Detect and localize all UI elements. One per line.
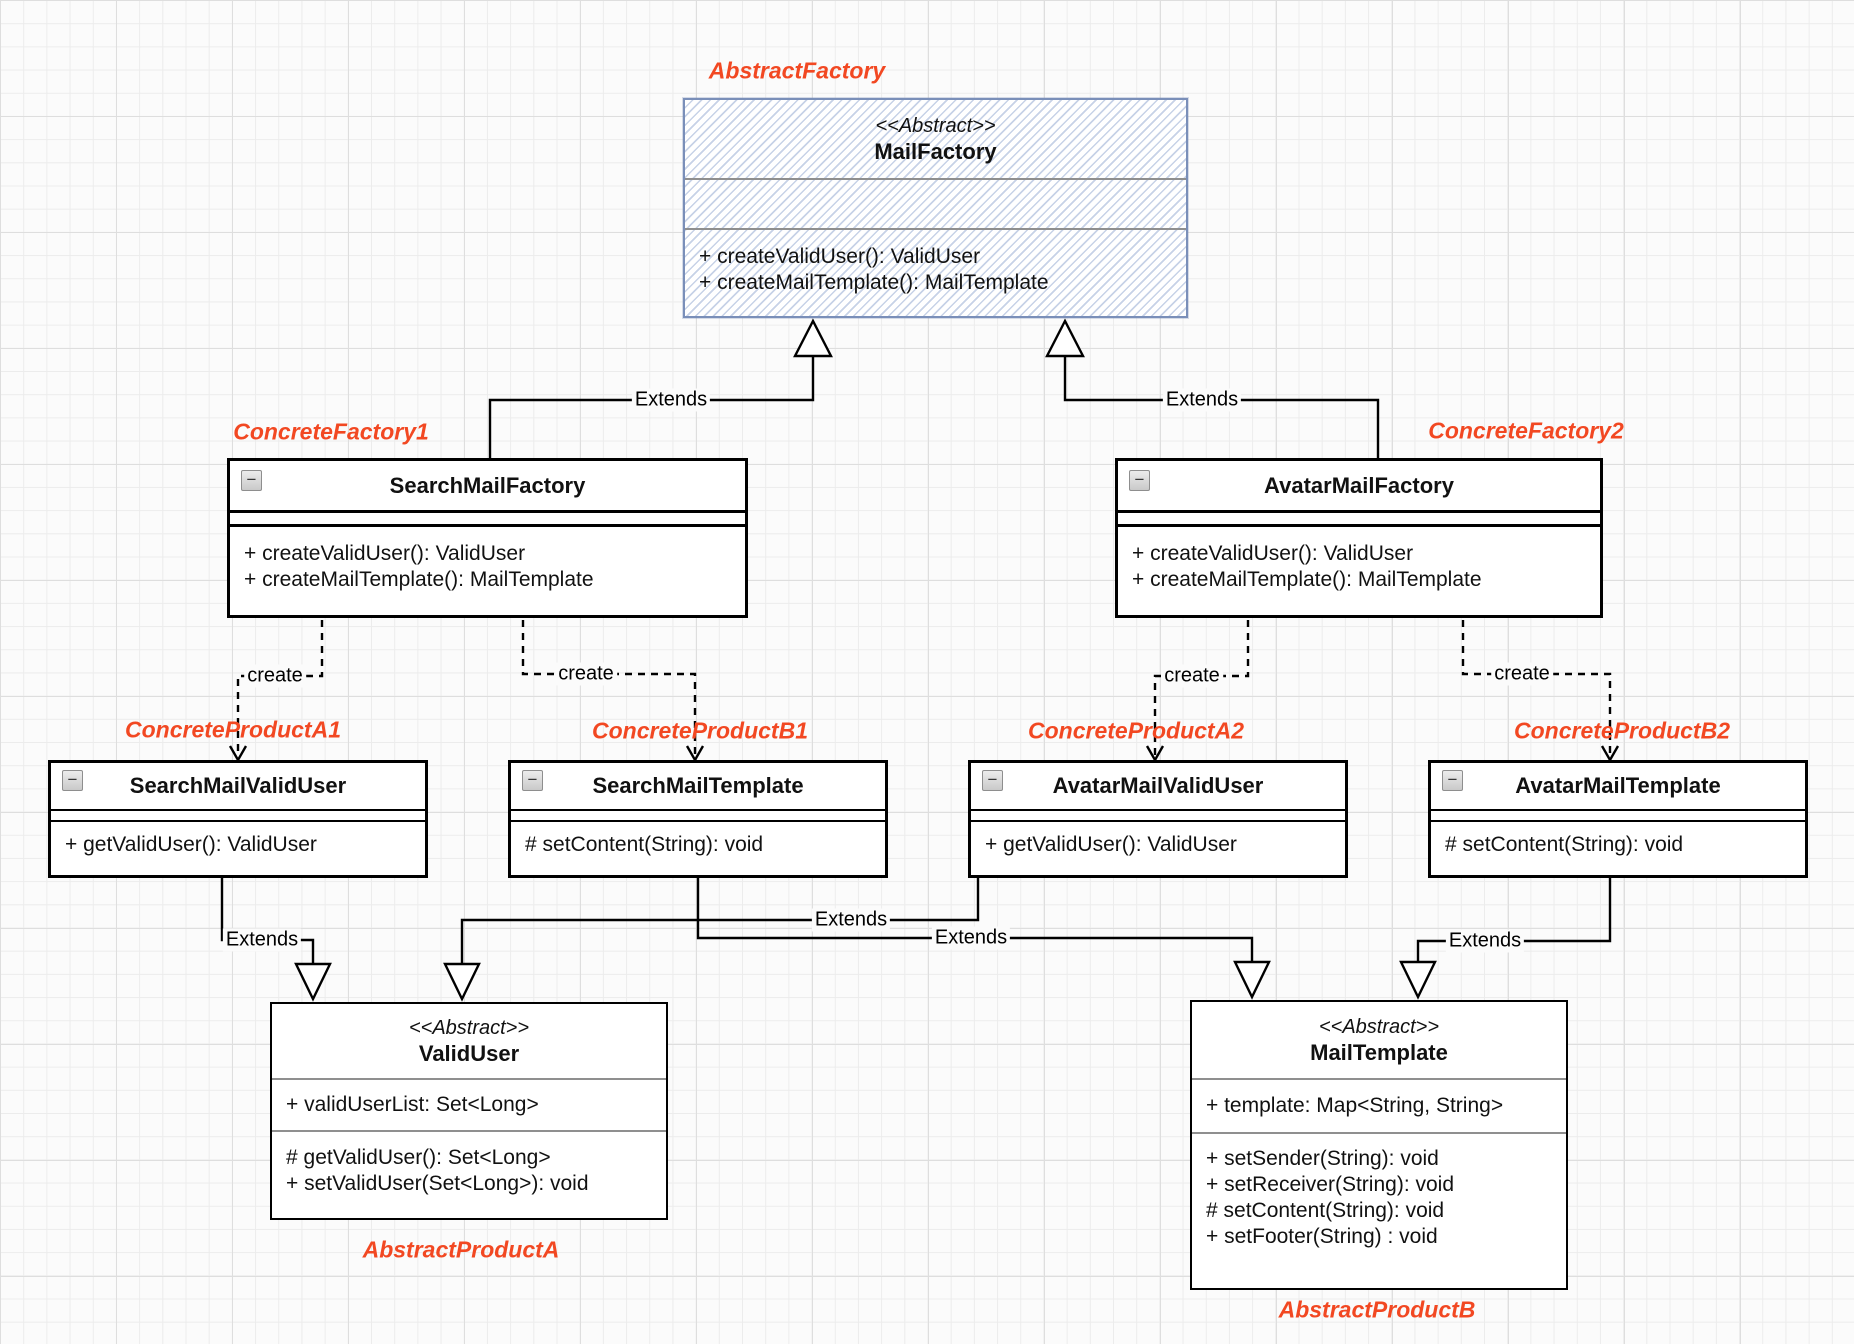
class-stereotype: <<Abstract>> xyxy=(408,1016,530,1039)
attribute-line: + validUserList: Set<Long> xyxy=(286,1093,539,1116)
class-title: AvatarMailFactory xyxy=(1264,472,1454,498)
class-title: SearchMailValidUser xyxy=(129,773,347,798)
attributes-section: + validUserList: Set<Long> xyxy=(272,1080,666,1132)
class-title: MailFactory xyxy=(874,138,997,164)
method-line: + createMailTemplate(): MailTemplate xyxy=(244,568,594,591)
methods-section: + getValidUser(): ValidUser xyxy=(51,822,425,858)
method-line: + getValidUser(): ValidUser xyxy=(65,833,317,856)
method-line: # setContent(String): void xyxy=(1445,833,1684,856)
method-line: + createValidUser(): ValidUser xyxy=(1132,542,1414,565)
annotation-concrete-product-a2[interactable]: ConcreteProductA2 xyxy=(1028,717,1244,744)
edge-label-extends[interactable]: Extends xyxy=(1445,929,1525,953)
methods-section: + createValidUser(): ValidUser + createM… xyxy=(230,527,745,593)
attributes-section-empty xyxy=(51,811,425,822)
class-mailtemplate[interactable]: <<Abstract>> MailTemplate + template: Ma… xyxy=(1190,1000,1568,1290)
method-line: + setReceiver(String): void xyxy=(1206,1173,1455,1196)
method-line: + getValidUser(): ValidUser xyxy=(985,833,1237,856)
class-searchmailfactory[interactable]: − SearchMailFactory + createValidUser():… xyxy=(227,458,748,618)
class-title: SearchMailFactory xyxy=(389,472,586,498)
methods-section: + getValidUser(): ValidUser xyxy=(971,822,1345,858)
edge-label-create[interactable]: create xyxy=(1161,664,1223,688)
method-line: + setValidUser(Set<Long>): void xyxy=(286,1172,589,1195)
annotation-concrete-factory2[interactable]: ConcreteFactory2 xyxy=(1428,417,1624,444)
edge-label-create[interactable]: create xyxy=(1491,662,1553,686)
attributes-section: + template: Map<String, String> xyxy=(1192,1080,1566,1134)
class-header: − AvatarMailTemplate xyxy=(1431,763,1805,811)
method-line: # setContent(String): void xyxy=(525,833,764,856)
method-line: + createValidUser(): ValidUser xyxy=(699,245,981,268)
methods-section: + setSender(String): void + setReceiver(… xyxy=(1192,1134,1566,1250)
edge-label-extends[interactable]: Extends xyxy=(931,926,1011,950)
method-line: + setFooter(String) : void xyxy=(1206,1225,1438,1248)
attributes-section-empty xyxy=(230,513,745,527)
class-avatarmailfactory[interactable]: − AvatarMailFactory + createValidUser():… xyxy=(1115,458,1603,618)
collapse-icon[interactable]: − xyxy=(522,770,543,791)
annotation-abstract-product-a[interactable]: AbstractProductA xyxy=(362,1236,560,1263)
class-header: <<Abstract>> MailFactory xyxy=(685,100,1186,180)
annotation-concrete-product-b1[interactable]: ConcreteProductB1 xyxy=(592,717,808,744)
collapse-icon[interactable]: − xyxy=(241,470,262,491)
class-header: − AvatarMailValidUser xyxy=(971,763,1345,811)
class-header: <<Abstract>> MailTemplate xyxy=(1192,1002,1566,1080)
class-searchmailvaliduser[interactable]: − SearchMailValidUser + getValidUser(): … xyxy=(48,760,428,878)
class-title: AvatarMailTemplate xyxy=(1515,773,1721,798)
method-line: + createMailTemplate(): MailTemplate xyxy=(1132,568,1482,591)
attributes-section-empty xyxy=(685,180,1186,230)
methods-section: # getValidUser(): Set<Long> + setValidUs… xyxy=(272,1132,666,1197)
attribute-line: + template: Map<String, String> xyxy=(1206,1094,1504,1117)
method-line: + createValidUser(): ValidUser xyxy=(244,542,526,565)
methods-section: + createValidUser(): ValidUser + createM… xyxy=(685,230,1186,296)
class-header: − SearchMailValidUser xyxy=(51,763,425,811)
edge-label-extends[interactable]: Extends xyxy=(1162,388,1242,412)
collapse-icon[interactable]: − xyxy=(1442,770,1463,791)
methods-section: # setContent(String): void xyxy=(511,822,885,858)
inheritance-avatarmailvaliduser-validuser[interactable] xyxy=(443,878,980,1002)
edge-label-create[interactable]: create xyxy=(244,664,306,688)
class-title: SearchMailTemplate xyxy=(592,773,804,798)
class-searchmailtemplate[interactable]: − SearchMailTemplate # setContent(String… xyxy=(508,760,888,878)
attributes-section-empty xyxy=(971,811,1345,822)
attributes-section-empty xyxy=(511,811,885,822)
class-avatarmailvaliduser[interactable]: − AvatarMailValidUser + getValidUser(): … xyxy=(968,760,1348,878)
collapse-icon[interactable]: − xyxy=(982,770,1003,791)
edge-label-extends[interactable]: Extends xyxy=(631,388,711,412)
annotation-abstract-factory[interactable]: AbstractFactory xyxy=(708,57,886,84)
class-validuser[interactable]: <<Abstract>> ValidUser + validUserList: … xyxy=(270,1002,668,1220)
class-title: ValidUser xyxy=(418,1040,520,1066)
method-line: + setSender(String): void xyxy=(1206,1147,1439,1170)
class-mailfactory[interactable]: <<Abstract>> MailFactory + createValidUs… xyxy=(683,98,1188,318)
class-header: − SearchMailFactory xyxy=(230,461,745,513)
annotation-concrete-product-b2[interactable]: ConcreteProductB2 xyxy=(1514,717,1730,744)
class-stereotype: <<Abstract>> xyxy=(875,114,996,137)
method-line: # getValidUser(): Set<Long> xyxy=(286,1146,551,1169)
annotation-concrete-product-a1[interactable]: ConcreteProductA1 xyxy=(125,716,341,743)
annotation-concrete-factory1[interactable]: ConcreteFactory1 xyxy=(233,418,429,445)
methods-section: # setContent(String): void xyxy=(1431,822,1805,858)
edge-label-extends[interactable]: Extends xyxy=(222,928,302,952)
attributes-section-empty xyxy=(1118,513,1600,527)
class-title: MailTemplate xyxy=(1310,1039,1448,1065)
method-line: # setContent(String): void xyxy=(1206,1199,1445,1222)
collapse-icon[interactable]: − xyxy=(62,770,83,791)
class-header: − SearchMailTemplate xyxy=(511,763,885,811)
class-stereotype: <<Abstract>> xyxy=(1318,1015,1440,1038)
collapse-icon[interactable]: − xyxy=(1129,470,1150,491)
class-header: − AvatarMailFactory xyxy=(1118,461,1600,513)
method-line: + createMailTemplate(): MailTemplate xyxy=(699,271,1049,294)
class-header: <<Abstract>> ValidUser xyxy=(272,1004,666,1080)
attributes-section-empty xyxy=(1431,811,1805,822)
class-avatarmailtemplate[interactable]: − AvatarMailTemplate # setContent(String… xyxy=(1428,760,1808,878)
annotation-abstract-product-b[interactable]: AbstractProductB xyxy=(1278,1296,1476,1323)
methods-section: + createValidUser(): ValidUser + createM… xyxy=(1118,527,1600,593)
edge-label-create[interactable]: create xyxy=(555,662,617,686)
edge-label-extends[interactable]: Extends xyxy=(811,908,891,932)
class-title: AvatarMailValidUser xyxy=(1052,773,1264,798)
